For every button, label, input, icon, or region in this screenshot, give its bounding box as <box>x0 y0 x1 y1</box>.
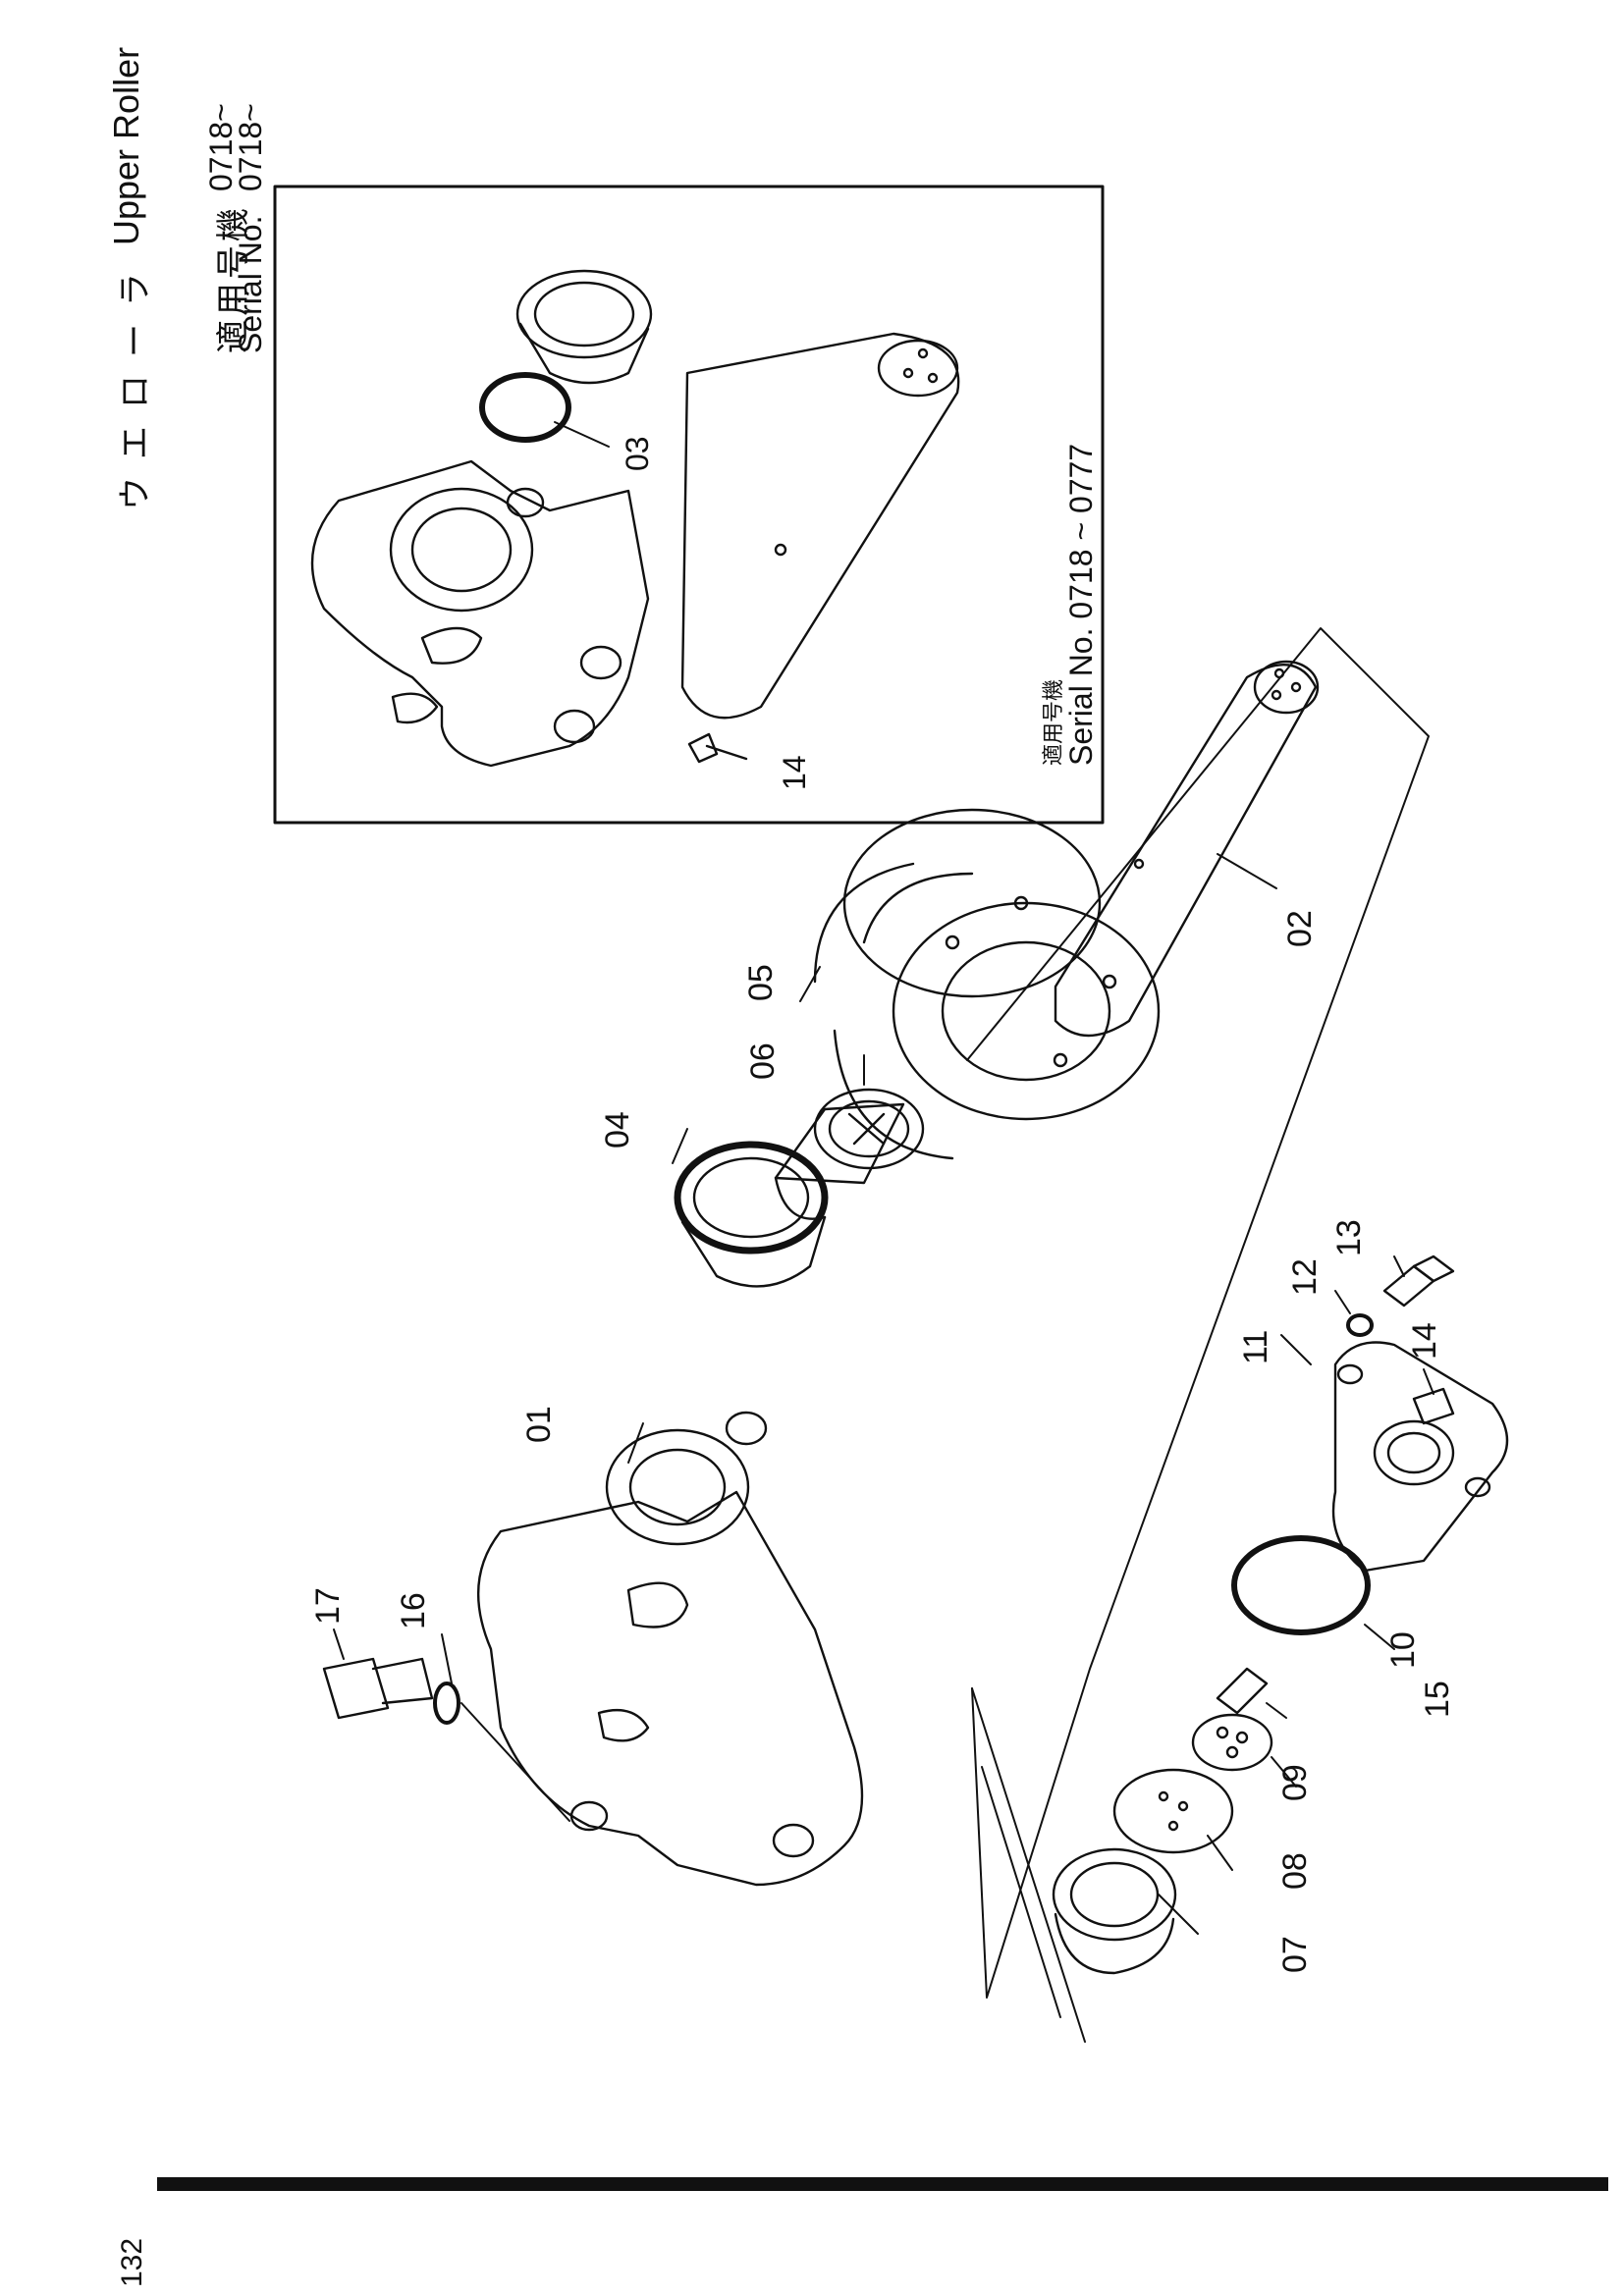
inset-bracket <box>310 459 650 768</box>
bolt-17 <box>322 1657 434 1720</box>
leader-lines <box>333 853 1434 1935</box>
inset-serial-label: 適用号機 Serial No. 0718 ~ 0777 <box>1041 444 1099 766</box>
callout-07: 07 <box>1276 1936 1314 1973</box>
footer-rule <box>157 2177 1608 2191</box>
plate-09 <box>1191 1713 1273 1772</box>
callout-02: 02 <box>1281 910 1319 947</box>
callout-12: 12 <box>1286 1258 1324 1296</box>
callout-08: 08 <box>1276 1852 1314 1890</box>
bracket-01 <box>476 1411 864 1887</box>
seal-04 <box>674 1141 829 1288</box>
callout-15: 15 <box>1419 1681 1456 1718</box>
callouts: 01 02 04 05 06 07 08 09 10 11 12 13 14 1… <box>309 910 1456 1973</box>
callout-04: 04 <box>599 1111 636 1148</box>
inset-o-ring-03 <box>479 372 571 443</box>
callout-13: 13 <box>1330 1219 1368 1256</box>
washer-12 <box>1346 1313 1374 1337</box>
callout-05: 05 <box>742 964 780 1001</box>
washer-16 <box>433 1682 460 1725</box>
shaft-02 <box>1054 660 1320 1038</box>
inset-callouts: 03 14 <box>620 436 812 790</box>
plate-08 <box>1112 1768 1234 1854</box>
inset-bushing <box>515 269 653 385</box>
inset-serial-label-en: Serial No. 0718 ~ 0777 <box>1063 444 1099 766</box>
bolt-15 <box>1216 1667 1269 1715</box>
callout-01: 01 <box>520 1406 558 1443</box>
roller-05 <box>813 808 1161 1160</box>
inset-callout-03: 03 <box>620 436 655 471</box>
sleeve-06 <box>774 1088 925 1220</box>
inset-frame <box>273 185 1105 825</box>
callout-14: 14 <box>1406 1322 1443 1360</box>
callout-09: 09 <box>1276 1764 1314 1801</box>
callout-10: 10 <box>1384 1631 1422 1669</box>
bushing-07 <box>1052 1847 1177 1975</box>
callout-11: 11 <box>1237 1330 1274 1364</box>
callout-06: 06 <box>744 1042 782 1080</box>
inset-plug-14 <box>687 732 748 764</box>
assembly-outline <box>966 627 1430 2043</box>
cover-11 <box>1331 1341 1509 1573</box>
bolt-13 <box>1382 1255 1455 1308</box>
o-ring-10 <box>1231 1535 1371 1635</box>
inset-shaft <box>680 332 960 720</box>
inset-serial-label-jp: 適用号機 <box>1041 679 1065 766</box>
inset-callout-14: 14 <box>777 755 812 790</box>
callout-17: 17 <box>309 1587 347 1625</box>
callout-16: 16 <box>395 1592 432 1629</box>
